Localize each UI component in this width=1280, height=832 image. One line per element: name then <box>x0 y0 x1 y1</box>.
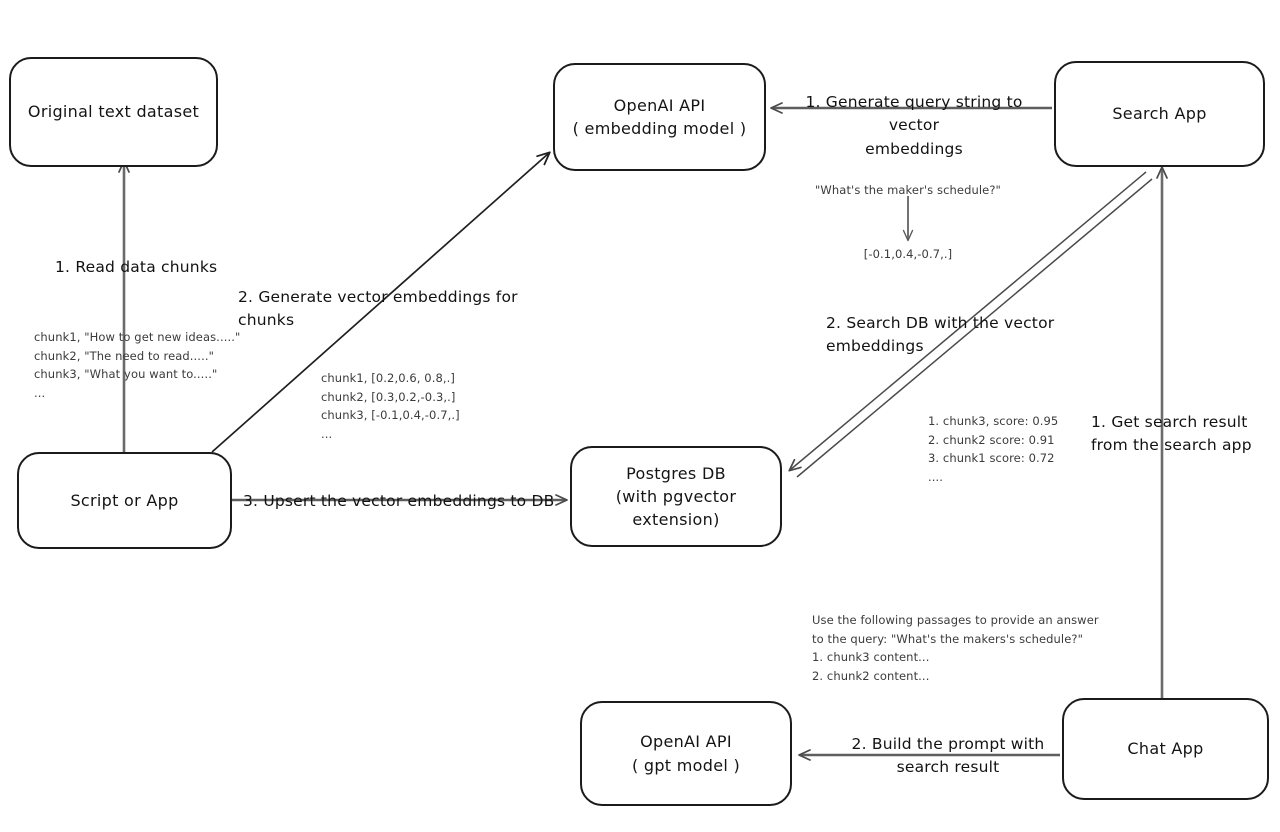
node-script-or-app[interactable]: Script or App <box>17 452 232 549</box>
node-label-line2: ( embedding model ) <box>572 119 747 138</box>
note-query-string: "What's the maker's schedule?" <box>815 183 1001 197</box>
node-openai-embedding-model[interactable]: OpenAI API ( embedding model ) <box>553 63 766 171</box>
edge-label-generate-embeddings: 2. Generate vector embeddings for chunks <box>238 288 518 330</box>
note-search-results: 1. chunk3, score: 0.95 2. chunk2 score: … <box>928 414 1059 484</box>
edge-label-get-search-result: 1. Get search result from the search app <box>1091 413 1252 455</box>
node-label: Chat App <box>1127 739 1204 759</box>
edge-label-search-db: 2. Search DB with the vector embeddings <box>826 314 1055 356</box>
node-label: Search App <box>1112 104 1207 124</box>
edge-label-read-chunks: 1. Read data chunks <box>55 258 218 276</box>
node-label-line1: OpenAI API <box>640 732 732 752</box>
edge-label-upsert-embeddings: 3. Upsert the vector embeddings to DB <box>243 492 555 510</box>
node-label-line2: ( gpt model ) <box>631 755 741 775</box>
node-label: Original text dataset <box>27 102 200 122</box>
node-chat-app[interactable]: Chat App <box>1062 698 1269 800</box>
note-prompt-text: Use the following passages to provide an… <box>812 613 1099 683</box>
node-label-line2: (with pgvector extension) <box>615 486 737 530</box>
note-query-vector: [-0.1,0.4,-0.7,.] <box>863 247 953 261</box>
edge-label-generate-query-embeddings: 1. Generate query string to vector embed… <box>805 93 1023 158</box>
node-label-line1: Postgres DB <box>626 463 726 483</box>
node-search-app[interactable]: Search App <box>1054 61 1265 167</box>
edge-label-build-prompt: 2. Build the prompt with search result <box>851 735 1045 777</box>
note-source-chunks: chunk1, "How to get new ideas....." chun… <box>34 330 241 400</box>
note-chunk-vectors: chunk1, [0.2,0.6, 0.8,.] chunk2, [0.3,0.… <box>321 371 460 441</box>
node-openai-gpt-model[interactable]: OpenAI API ( gpt model ) <box>580 701 792 806</box>
node-label-line1: OpenAI API <box>613 95 706 115</box>
node-original-text-dataset[interactable]: Original text dataset <box>9 57 218 167</box>
node-postgres-db[interactable]: Postgres DB (with pgvector extension) <box>570 446 782 547</box>
node-label: Script or App <box>70 490 179 510</box>
